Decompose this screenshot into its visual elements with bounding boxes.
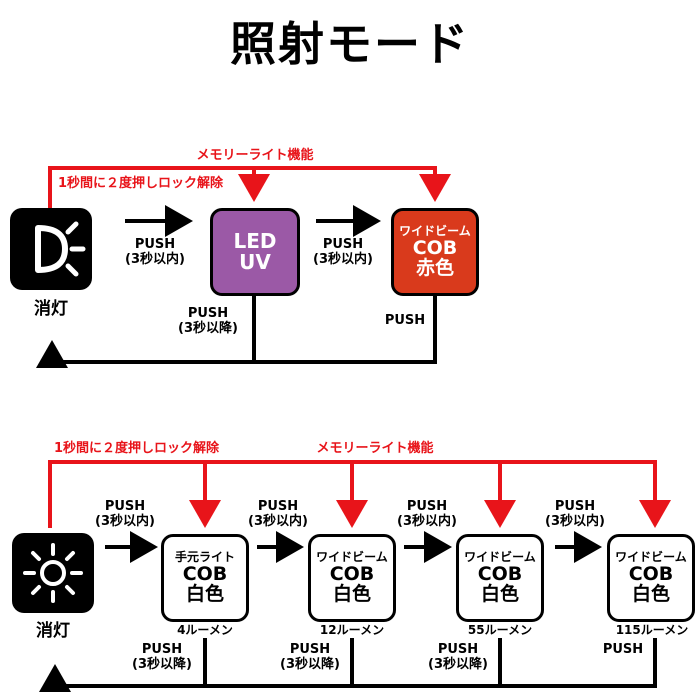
lumen-label-12: 12ルーメン [319, 623, 385, 637]
bottom-memory-label: メモリーライト機能 [316, 441, 434, 456]
bottom-lock-label: 1秒間に２度押しロック解除 [54, 441, 220, 456]
mode-box-wide-55[interactable]: ワイドビーム COB 白色 [456, 534, 544, 622]
headlight-button[interactable] [10, 208, 92, 290]
lumen-label-115: 115ルーメン [615, 623, 689, 637]
mode-box-cob-red[interactable]: ワイドビーム COB 赤色 [391, 208, 479, 296]
top-lock-label: 1秒間に２度押しロック解除 [58, 176, 224, 191]
bottom-push-last: PUSH [602, 642, 644, 657]
top-push-hold: PUSH(3秒以降) [178, 306, 238, 336]
bottom-hold-1: PUSH(3秒以降) [132, 642, 192, 672]
top-off-label: 消灯 [34, 299, 68, 319]
headlight-icon [35, 221, 86, 277]
top-push-last: PUSH [384, 313, 426, 328]
bottom-push-1: PUSH(3秒以内) [95, 499, 155, 529]
page-title: 照射モード [230, 17, 470, 71]
top-push-2: PUSH(3秒以内) [313, 237, 373, 267]
mode-box-led-uv[interactable]: LED UV [210, 208, 300, 296]
top-return-line [36, 296, 437, 368]
sun-icon [23, 543, 83, 603]
sun-button[interactable] [12, 533, 94, 613]
bottom-return-line [39, 638, 657, 692]
lumen-label-4: 4ルーメン [177, 623, 233, 637]
top-red-lines [48, 166, 451, 208]
lumen-label-55: 55ルーメン [467, 623, 533, 637]
mode-box-wide-115[interactable]: ワイドビーム COB 白色 [607, 534, 695, 622]
mode-box-hand-light[interactable]: 手元ライト COB 白色 [161, 534, 249, 622]
bottom-push-3: PUSH(3秒以内) [397, 499, 457, 529]
bottom-off-label: 消灯 [36, 621, 70, 641]
bottom-push-2: PUSH(3秒以内) [248, 499, 308, 529]
bottom-hold-2: PUSH(3秒以降) [280, 642, 340, 672]
bottom-hold-3: PUSH(3秒以降) [428, 642, 488, 672]
mode-box-wide-12[interactable]: ワイドビーム COB 白色 [308, 534, 396, 622]
top-memory-label: メモリーライト機能 [196, 148, 314, 163]
bottom-red-lines [48, 460, 671, 528]
top-push-1: PUSH(3秒以内) [125, 237, 185, 267]
bottom-push-4: PUSH(3秒以内) [545, 499, 605, 529]
